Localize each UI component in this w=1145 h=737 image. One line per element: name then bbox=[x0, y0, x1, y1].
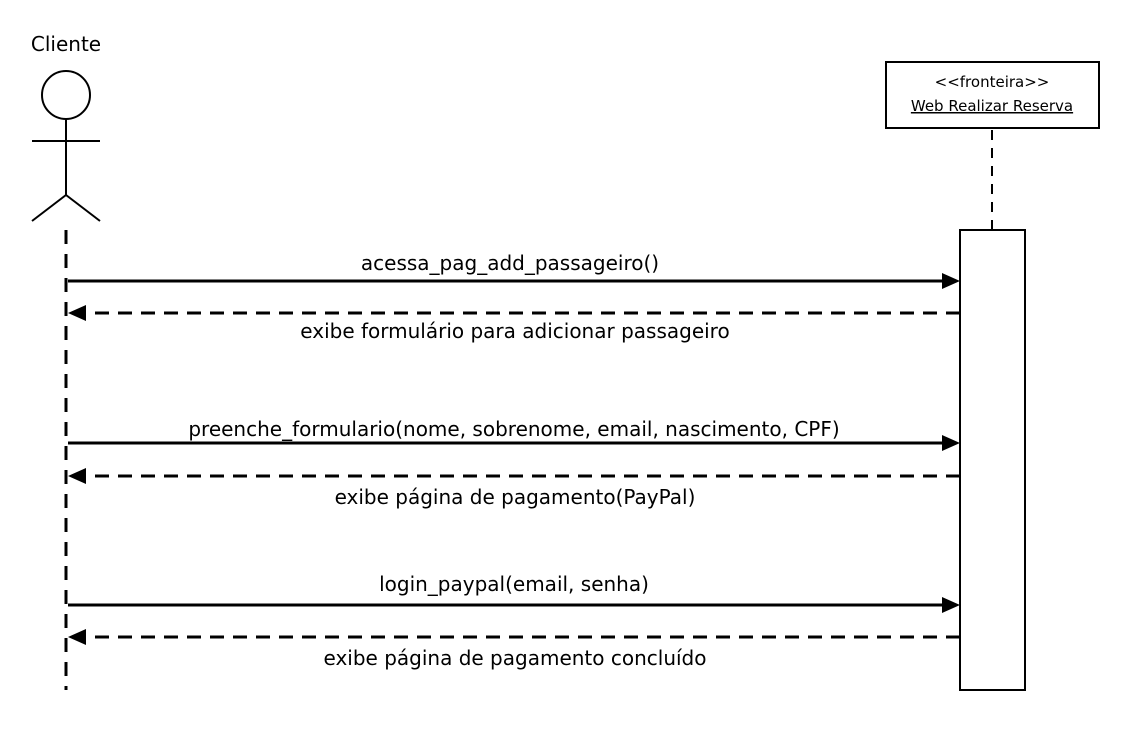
message-return: exibe formulário para adicionar passagei… bbox=[68, 305, 960, 343]
message-call: login_paypal(email, senha) bbox=[68, 572, 960, 613]
boundary-object: <<fronteira>> Web Realizar Reserva bbox=[885, 61, 1100, 129]
boundary-name: Web Realizar Reserva bbox=[911, 97, 1073, 115]
message-return: exibe página de pagamento(PayPal) bbox=[68, 468, 960, 509]
message-label: exibe página de pagamento concluído bbox=[324, 646, 707, 670]
arrowhead-icon bbox=[68, 629, 86, 645]
boundary-box bbox=[885, 61, 1100, 129]
message-label: acessa_pag_add_passageiro() bbox=[361, 251, 659, 275]
stick-figure-icon bbox=[31, 70, 101, 222]
actor-name: Cliente bbox=[31, 32, 101, 56]
message-label: preenche_formulario(nome, sobrenome, ema… bbox=[188, 417, 839, 441]
arrowhead-icon bbox=[68, 468, 86, 484]
activation-bar bbox=[959, 229, 1026, 691]
arrowhead-icon bbox=[942, 273, 960, 289]
message-call: preenche_formulario(nome, sobrenome, ema… bbox=[68, 417, 960, 451]
messages-group: acessa_pag_add_passageiro()exibe formulá… bbox=[68, 251, 960, 670]
actor-cliente: Cliente bbox=[31, 32, 101, 222]
message-call: acessa_pag_add_passageiro() bbox=[68, 251, 960, 289]
message-label: exibe página de pagamento(PayPal) bbox=[335, 485, 696, 509]
message-label: exibe formulário para adicionar passagei… bbox=[300, 319, 729, 343]
message-label: login_paypal(email, senha) bbox=[379, 572, 649, 596]
arrowhead-icon bbox=[942, 435, 960, 451]
arrowhead-icon bbox=[68, 305, 86, 321]
message-return: exibe página de pagamento concluído bbox=[68, 629, 960, 670]
arrowhead-icon bbox=[942, 597, 960, 613]
boundary-stereotype: <<fronteira>> bbox=[935, 73, 1050, 91]
